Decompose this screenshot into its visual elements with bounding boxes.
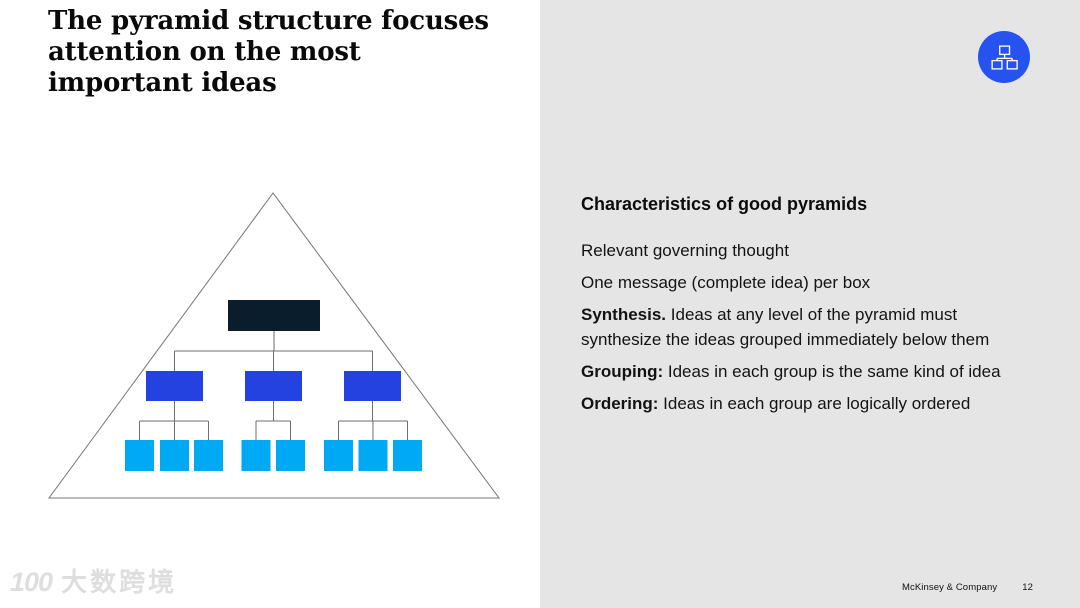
watermark-logo: 100 xyxy=(10,567,53,597)
bullet-item: Synthesis. Ideas at any level of the pyr… xyxy=(581,302,1031,352)
pyramid-box-bottom xyxy=(160,440,189,471)
bullet-item: Grouping: Ideas in each group is the sam… xyxy=(581,359,1031,384)
page-number: 12 xyxy=(1022,582,1033,593)
pyramid-box-bottom xyxy=(324,440,353,471)
org-chart-icon xyxy=(990,44,1018,70)
bullet-lead: Ordering: xyxy=(581,394,659,413)
bullet-item: Relevant governing thought xyxy=(581,238,1031,263)
watermark: 100 大数跨境 xyxy=(10,562,177,599)
bullet-text: One message (complete idea) per box xyxy=(581,273,871,292)
slide-footer: McKinsey & Company 12 xyxy=(902,582,1033,593)
org-chart-icon-badge xyxy=(978,31,1030,83)
pyramid-box-top xyxy=(228,300,320,331)
pyramid-box-middle xyxy=(344,371,401,401)
slide-title: The pyramid structure focuses attention … xyxy=(48,6,489,98)
bullet-text: Relevant governing thought xyxy=(581,241,789,260)
pyramid-svg xyxy=(48,192,500,499)
pyramid-box-middle xyxy=(146,371,203,401)
panel-heading: Characteristics of good pyramids xyxy=(581,194,868,214)
bullet-item: One message (complete idea) per box xyxy=(581,270,1031,295)
bullet-text: Ideas in each group are logically ordere… xyxy=(658,394,971,413)
pyramid-box-bottom xyxy=(241,440,271,471)
panel-content: Characteristics of good pyramids Relevan… xyxy=(581,193,1031,423)
right-panel xyxy=(540,0,1080,608)
pyramid-box-middle xyxy=(245,371,302,401)
pyramid-box-bottom xyxy=(125,440,154,471)
watermark-text: 大数跨境 xyxy=(61,568,178,598)
bullet-text: Ideas at any level of the pyramid must s… xyxy=(581,305,990,349)
pyramid-box-bottom xyxy=(393,440,422,471)
bullet-text: Ideas in each group is the same kind of … xyxy=(663,362,1001,381)
pyramid-diagram xyxy=(48,192,500,499)
pyramid-box-bottom xyxy=(194,440,223,471)
footer-brand: McKinsey & Company xyxy=(901,582,998,593)
bullet-lead: Grouping: xyxy=(581,362,664,381)
pyramid-box-bottom xyxy=(358,440,388,471)
bullet-lead: Synthesis. xyxy=(581,305,667,324)
pyramid-triangle xyxy=(48,192,500,499)
bullet-item: Ordering: Ideas in each group are logica… xyxy=(581,391,1031,416)
pyramid-box-bottom xyxy=(276,440,305,471)
